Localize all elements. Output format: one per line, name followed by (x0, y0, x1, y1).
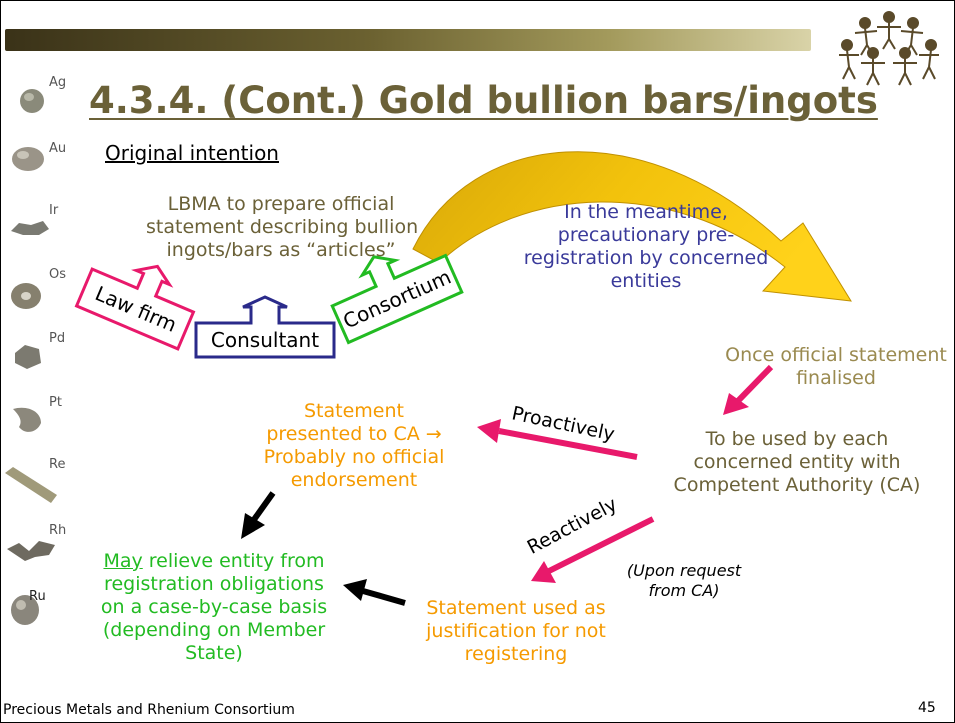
gold-sample-icon (12, 147, 44, 171)
element-label-rh: Rh (49, 523, 67, 538)
upon-request-text: (Upon request from CA) (626, 561, 742, 600)
people-circle-logo (839, 11, 939, 86)
may-underlined: May (103, 550, 143, 572)
rhodium-sample-icon (7, 541, 55, 561)
element-label-os: Os (49, 267, 67, 282)
to-be-used-text: To be used by each concerned entity with… (673, 428, 921, 496)
consultant-box (194, 295, 336, 359)
lbma-statement-text: LBMA to prepare official statement descr… (146, 193, 419, 261)
consortium-box (330, 253, 464, 345)
element-label-au: Au (49, 141, 67, 156)
iridium-sample-icon (11, 221, 49, 235)
may-relieve-text: May relieve entity from registration obl… (100, 550, 328, 664)
once-finalised-text: Once official statement finalised (725, 344, 947, 389)
element-label-re: Re (49, 457, 66, 472)
silver-sample-icon (20, 89, 44, 113)
element-label-pd: Pd (49, 331, 66, 346)
element-label-ir: Ir (49, 203, 59, 218)
element-icon-column: Ag Au Ir Os Pd Pt Re Rh Ru (1, 71, 81, 671)
curved-gold-arrow (412, 151, 852, 302)
subtitle: Original intention (105, 141, 279, 165)
law-firm-box (74, 264, 196, 351)
osmium-sample-icon (11, 283, 41, 309)
statement-presented-text: Statement presented to CA → Probably no … (263, 400, 445, 491)
footer-text: Precious Metals and Rhenium Consortium (3, 702, 295, 718)
black-arrow-down-left (241, 491, 276, 539)
reactively-arrow (531, 516, 655, 583)
pink-arrow-down (723, 364, 774, 415)
palladium-sample-icon (15, 345, 41, 369)
meantime-text: In the meantime, precautionary pre- regi… (523, 201, 769, 292)
element-label-pt: Pt (49, 395, 62, 410)
consultant-label: Consultant (210, 328, 320, 352)
element-label-ru: Ru (29, 589, 46, 604)
platinum-sample-icon (13, 407, 41, 432)
statement-used-text: Statement used as justification for not … (426, 597, 606, 665)
rhenium-sample-icon (5, 467, 57, 503)
proactively-arrow (477, 419, 638, 460)
page-number: 45 (918, 700, 936, 716)
header-bar (5, 29, 811, 51)
black-arrow-left (343, 579, 406, 606)
ruthenium-sample-icon (11, 595, 39, 625)
element-label-ag: Ag (49, 75, 67, 90)
page-title: 4.3.4. (Cont.) Gold bullion bars/ingots (89, 79, 878, 122)
